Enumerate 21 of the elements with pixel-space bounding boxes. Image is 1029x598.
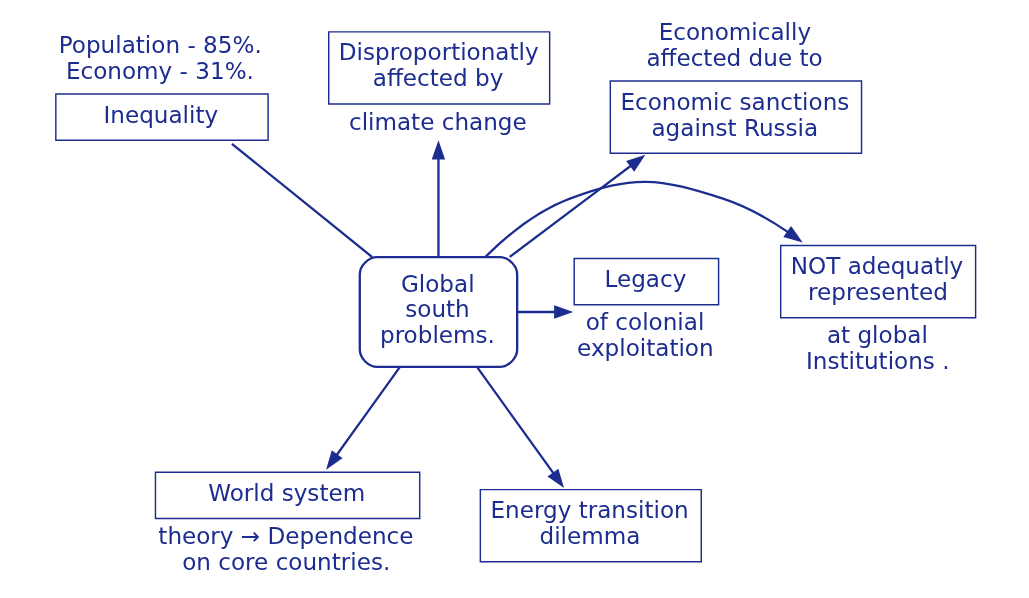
node-box: Economic sanctions against Russia (609, 80, 862, 154)
node-label: Economically affected due to (645, 19, 823, 72)
node-box: Disproportionatly affected by (327, 31, 550, 105)
node-label: theory → Dependence on core countries. (157, 523, 413, 576)
node-box: Inequality (54, 93, 269, 141)
node-box: Legacy (573, 257, 719, 306)
node-box: Energy transition dilemma (479, 488, 702, 563)
node-box: World system (154, 471, 420, 520)
arrow (508, 154, 645, 258)
arrow (483, 180, 803, 258)
arrow (516, 305, 573, 319)
node-box: NOT adequatly represented (779, 244, 976, 319)
arrow (325, 366, 401, 470)
node-label: of colonial exploitation (576, 309, 714, 362)
node-box: Global south problems. (358, 255, 518, 368)
node-label: at global Institutions . (805, 322, 950, 375)
arrow (431, 140, 445, 258)
node-label: climate change (348, 108, 527, 135)
arrow (475, 366, 564, 489)
node-label: Population - 85%. Economy - 31%. (58, 32, 262, 85)
connector (230, 142, 373, 258)
